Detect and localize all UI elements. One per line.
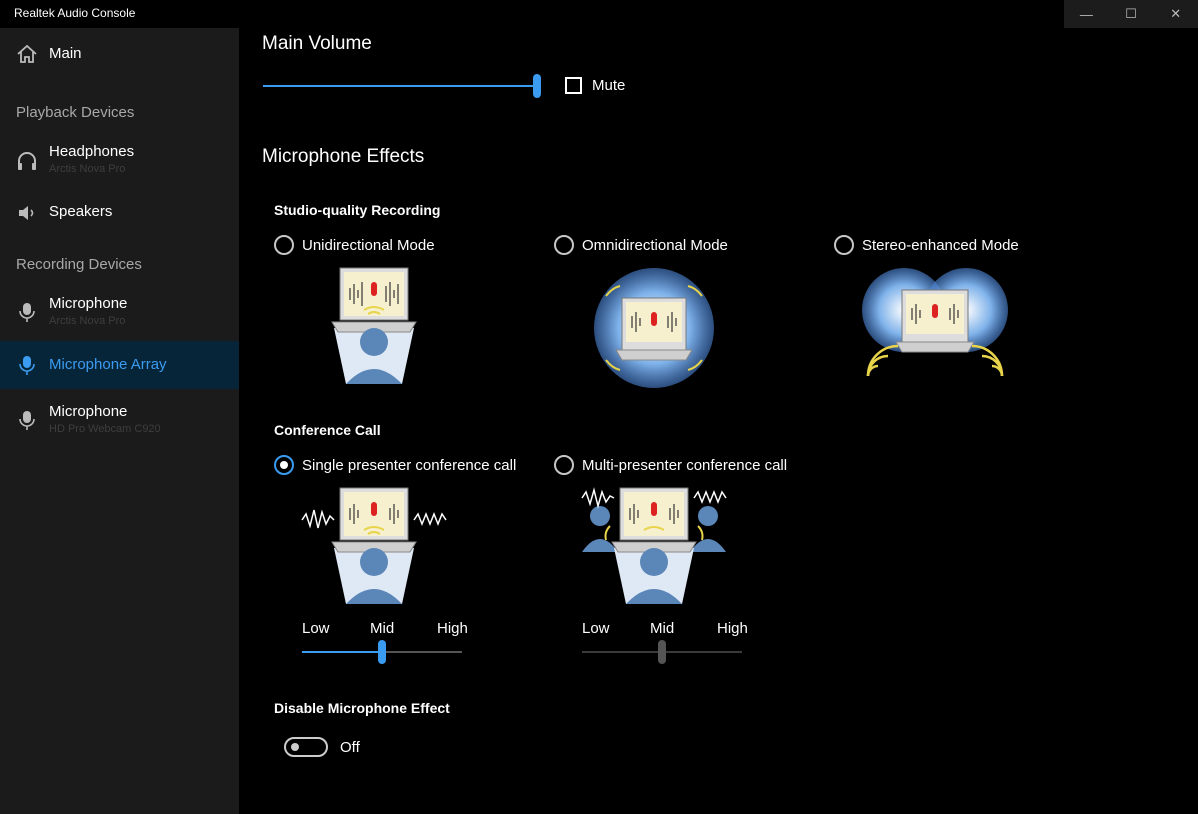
sidebar: Main Playback Devices Headphones Arctis … xyxy=(0,28,239,814)
close-button[interactable]: ✕ xyxy=(1170,6,1182,21)
unidirectional-mode-radio[interactable] xyxy=(274,235,294,255)
sidebar-item-label: Microphone xyxy=(49,295,128,312)
single-level-high-label: High xyxy=(437,620,468,637)
disable-microphone-effect-title: Disable Microphone Effect xyxy=(274,700,450,716)
slider-track-fill xyxy=(302,651,378,653)
microphone-icon xyxy=(19,411,35,430)
sidebar-item-label: Microphone xyxy=(49,403,128,420)
single-presenter-label: Single presenter conference call xyxy=(302,457,517,474)
stereo-enhanced-mode-label: Stereo-enhanced Mode xyxy=(862,237,1019,254)
multi-presenter-level-slider[interactable] xyxy=(582,640,742,664)
slider-track-fill xyxy=(263,85,537,87)
sidebar-item-speakers[interactable]: Speakers xyxy=(0,190,239,234)
multi-presenter-radio[interactable] xyxy=(554,455,574,475)
microphone-effects-title: Microphone Effects xyxy=(262,146,425,167)
sidebar-item-microphone-arctis[interactable]: Microphone Arctis Nova Pro xyxy=(0,288,239,338)
sidebar-item-headphones[interactable]: Headphones Arctis Nova Pro xyxy=(0,136,239,186)
slider-thumb[interactable] xyxy=(533,74,541,98)
stereo-enhanced-illustration-icon xyxy=(862,268,1008,377)
conference-call-title: Conference Call xyxy=(274,422,381,438)
studio-recording-title: Studio-quality Recording xyxy=(274,202,441,218)
stereo-enhanced-mode-radio[interactable] xyxy=(834,235,854,255)
multi-presenter-illustration-icon xyxy=(581,487,727,604)
multi-level-high-label: High xyxy=(717,620,748,637)
multi-level-low-label: Low xyxy=(582,620,610,637)
single-presenter-illustration-icon xyxy=(301,487,447,604)
multi-presenter-label: Multi-presenter conference call xyxy=(582,457,788,474)
sidebar-item-sublabel: HD Pro Webcam C920 xyxy=(49,423,161,435)
unidirectional-mode-label: Unidirectional Mode xyxy=(302,237,435,254)
minimize-button[interactable]: — xyxy=(1079,6,1093,22)
mute-checkbox[interactable] xyxy=(565,77,582,94)
sidebar-item-main[interactable]: Main xyxy=(0,28,239,80)
home-icon xyxy=(17,44,37,63)
window-controls: — ☐ ✕ xyxy=(1064,0,1198,28)
recording-devices-header: Recording Devices xyxy=(16,256,142,273)
playback-devices-header: Playback Devices xyxy=(16,104,135,121)
omnidirectional-illustration-icon xyxy=(594,268,714,388)
single-presenter-radio[interactable] xyxy=(274,455,294,475)
slider-thumb[interactable] xyxy=(378,640,386,664)
sidebar-item-label: Headphones xyxy=(49,143,135,160)
omnidirectional-mode-label: Omnidirectional Mode xyxy=(582,237,728,254)
microphone-icon xyxy=(19,303,35,322)
single-presenter-level-slider[interactable] xyxy=(302,640,462,664)
maximize-button[interactable]: ☐ xyxy=(1125,6,1137,21)
sidebar-item-microphone-webcam[interactable]: Microphone HD Pro Webcam C920 xyxy=(0,396,239,446)
single-level-low-label: Low xyxy=(302,620,330,637)
unidirectional-illustration-icon xyxy=(331,267,417,384)
main-volume-title: Main Volume xyxy=(262,33,372,54)
sidebar-item-label: Speakers xyxy=(49,203,113,220)
sidebar-item-microphone-array[interactable]: Microphone Array xyxy=(0,341,239,389)
mute-label: Mute xyxy=(592,77,626,94)
headphones-icon xyxy=(18,152,36,170)
disable-effect-toggle[interactable] xyxy=(284,737,328,757)
single-level-mid-label: Mid xyxy=(370,620,395,637)
main-volume-slider[interactable] xyxy=(263,72,543,100)
multi-level-mid-label: Mid xyxy=(650,620,675,637)
sidebar-item-label: Main xyxy=(49,45,82,62)
slider-thumb[interactable] xyxy=(658,640,666,664)
microphone-icon xyxy=(19,356,35,375)
speaker-icon xyxy=(19,206,34,220)
app-title: Realtek Audio Console xyxy=(14,6,136,20)
sidebar-item-sublabel: Arctis Nova Pro xyxy=(49,163,126,175)
omnidirectional-mode-radio[interactable] xyxy=(554,235,574,255)
disable-effect-state-label: Off xyxy=(340,739,360,756)
sidebar-item-label: Microphone Array xyxy=(49,356,167,373)
sidebar-item-sublabel: Arctis Nova Pro xyxy=(49,315,126,327)
